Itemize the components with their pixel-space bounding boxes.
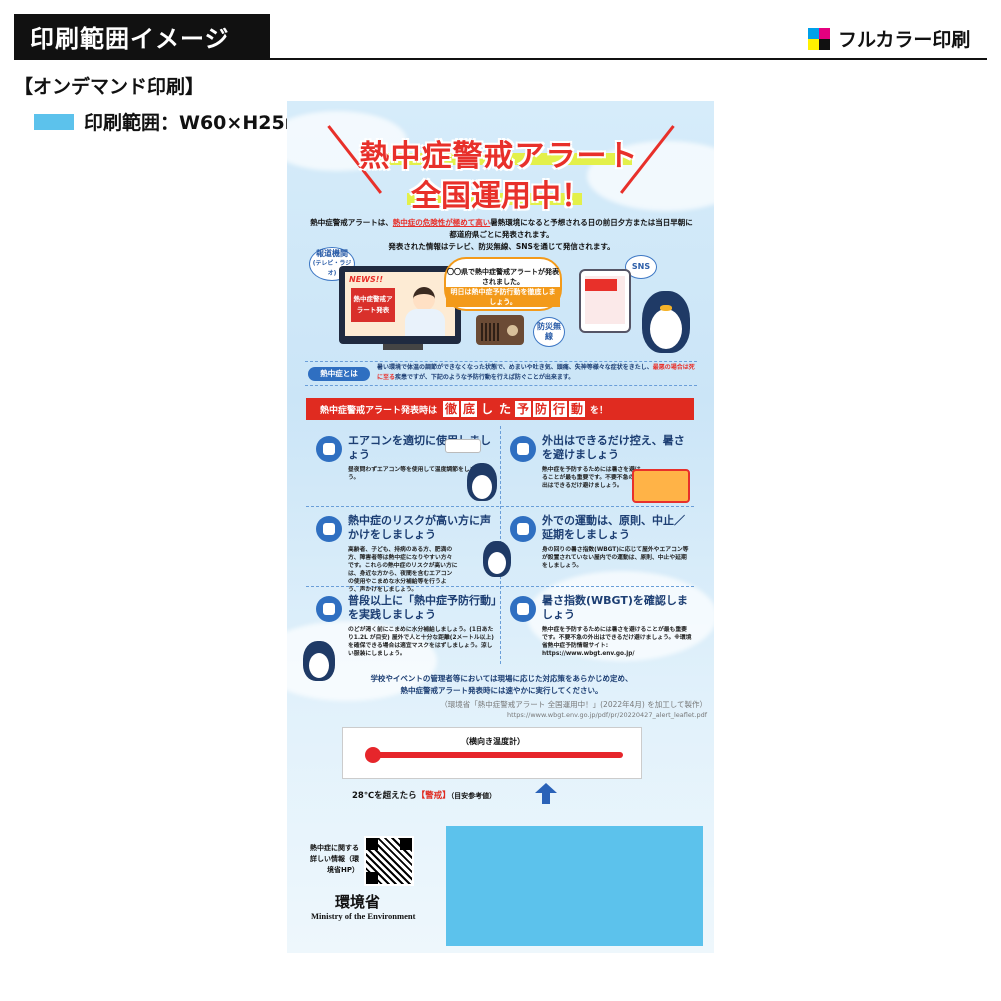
up-arrow-stem [542,792,550,804]
tv-alert-box: 熱中症警戒アラート発表 [351,288,395,322]
divider [305,385,697,386]
tip-outdoor-exercise: 外での運動は、原則、中止／延期をしましょう 身の回りの暑さ指数(WBGT)に応じ… [500,506,694,584]
news-anchor-body [405,309,445,336]
divider [306,586,694,587]
thermometer-bar [368,752,623,758]
flyer-title-line2: 全国運用中！ [411,179,591,214]
title-rule [14,58,987,60]
up-arrow-icon [535,783,557,793]
air-conditioner-icon [316,436,342,462]
thermometer-bulb [365,747,381,763]
horizontal-thermometer: （横向き温度計） [342,727,642,779]
alert-speech-bubble: 〇〇県で熱中症警戒アラートが発表されました。 明日は熱中症予防行動を徹底しましょ… [444,257,562,311]
credit-text: （環境省「熱中症警戒アラート 全国運用中！」(2022年4月) を加工して製作） [440,700,707,709]
tip-check-on-at-risk: 熱中症のリスクが高い方に声かけをしましょう 高齢者、子ども、持病のある方、肥満の… [306,506,500,593]
title-highlight [407,193,582,205]
tip-prevention-actions: 普段以上に「熱中症予防行動」を実践しましょう のどが渇く前にこまめに水分補給しま… [306,586,500,664]
disaster-radio-badge: 防災無線 [533,317,565,347]
sun-icon [510,516,536,542]
air-conditioner-illustration [445,439,481,453]
heatstroke-label: 熱中症とは [308,367,370,381]
smartphone-icon [579,269,631,333]
qr-code-icon [364,836,414,886]
ministry-name-jp: 環境省 [335,893,381,911]
prevention-banner: 熱中症警戒アラート発表時は 徹 底 し た 予 防 行 動 を！ [306,398,694,420]
news-anchor-icon [413,287,435,311]
caution-note: 28℃を超えたら【警戒】（目安参考値） [352,791,497,801]
hot-room-illustration [632,469,690,503]
print-area-box [446,826,703,946]
cmyk-icon [808,28,830,50]
thermometer-icon [510,596,536,622]
house-icon [510,436,536,462]
tv-news-label: NEWS!! [349,275,384,284]
flyer-intro: 熱中症警戒アラートは、熱中症の危険性が極めて高い暑熱環境になると予想される日の前… [310,218,693,251]
flyer-title-line1: 熱中症警戒アラート [359,139,639,174]
tv-stand [383,344,423,350]
divider [305,361,697,362]
credit-url: https://www.wbgt.env.go.jp/pdf/pr/202204… [507,711,707,719]
ministry-name-en: Ministry of the Environment [311,911,416,921]
tv-illustration: NEWS!! 熱中症警戒アラート発表 [339,266,461,344]
print-area-legend: 印刷範囲：W60×H25mm [84,112,325,134]
color-mode-label: フルカラー印刷 [838,29,971,51]
speech-icon [316,516,342,542]
page-title: 印刷範囲イメージ [14,14,270,58]
radio-icon [476,315,524,345]
tip-check-wbgt: 暑さ指数(WBGT)を確認しましょう 熱中症を予防するためには暑さを避けることが… [500,586,694,664]
thermometer-label: （横向き温度計） [461,737,525,746]
tips-grid: エアコンを適切に使用しましょう 昼夜問わずエアコン等を使用して温度調節をしましょ… [306,426,694,671]
closing-message: 学校やイベントの管理者等においては現場に応じた対応策をあらかじめ定め、 熱中症警… [370,674,633,695]
title-highlight [377,153,632,165]
qr-label: 熱中症に関する詳しい情報（環境省HP） [310,844,359,874]
water-bottle-icon [316,596,342,622]
print-method-subtitle: 【オンデマンド印刷】 [14,76,205,98]
print-area-swatch [34,114,74,130]
banner-emphasis-boxes: 徹 底 し た 予 防 行 動 [443,401,586,417]
heatstroke-description: 暑い環境で体温の調節ができなくなった状態で、めまいや吐き気、頭痛、失神等様々な症… [377,364,695,381]
flyer-preview: 熱中症警戒アラート 全国運用中！ 熱中症警戒アラートは、熱中症の危険性が極めて高… [287,101,714,953]
tip-avoid-going-out: 外出はできるだけ控え、暑さを避けましょう 熱中症を予防するためには暑さを避けるこ… [500,426,694,504]
divider [306,506,694,507]
